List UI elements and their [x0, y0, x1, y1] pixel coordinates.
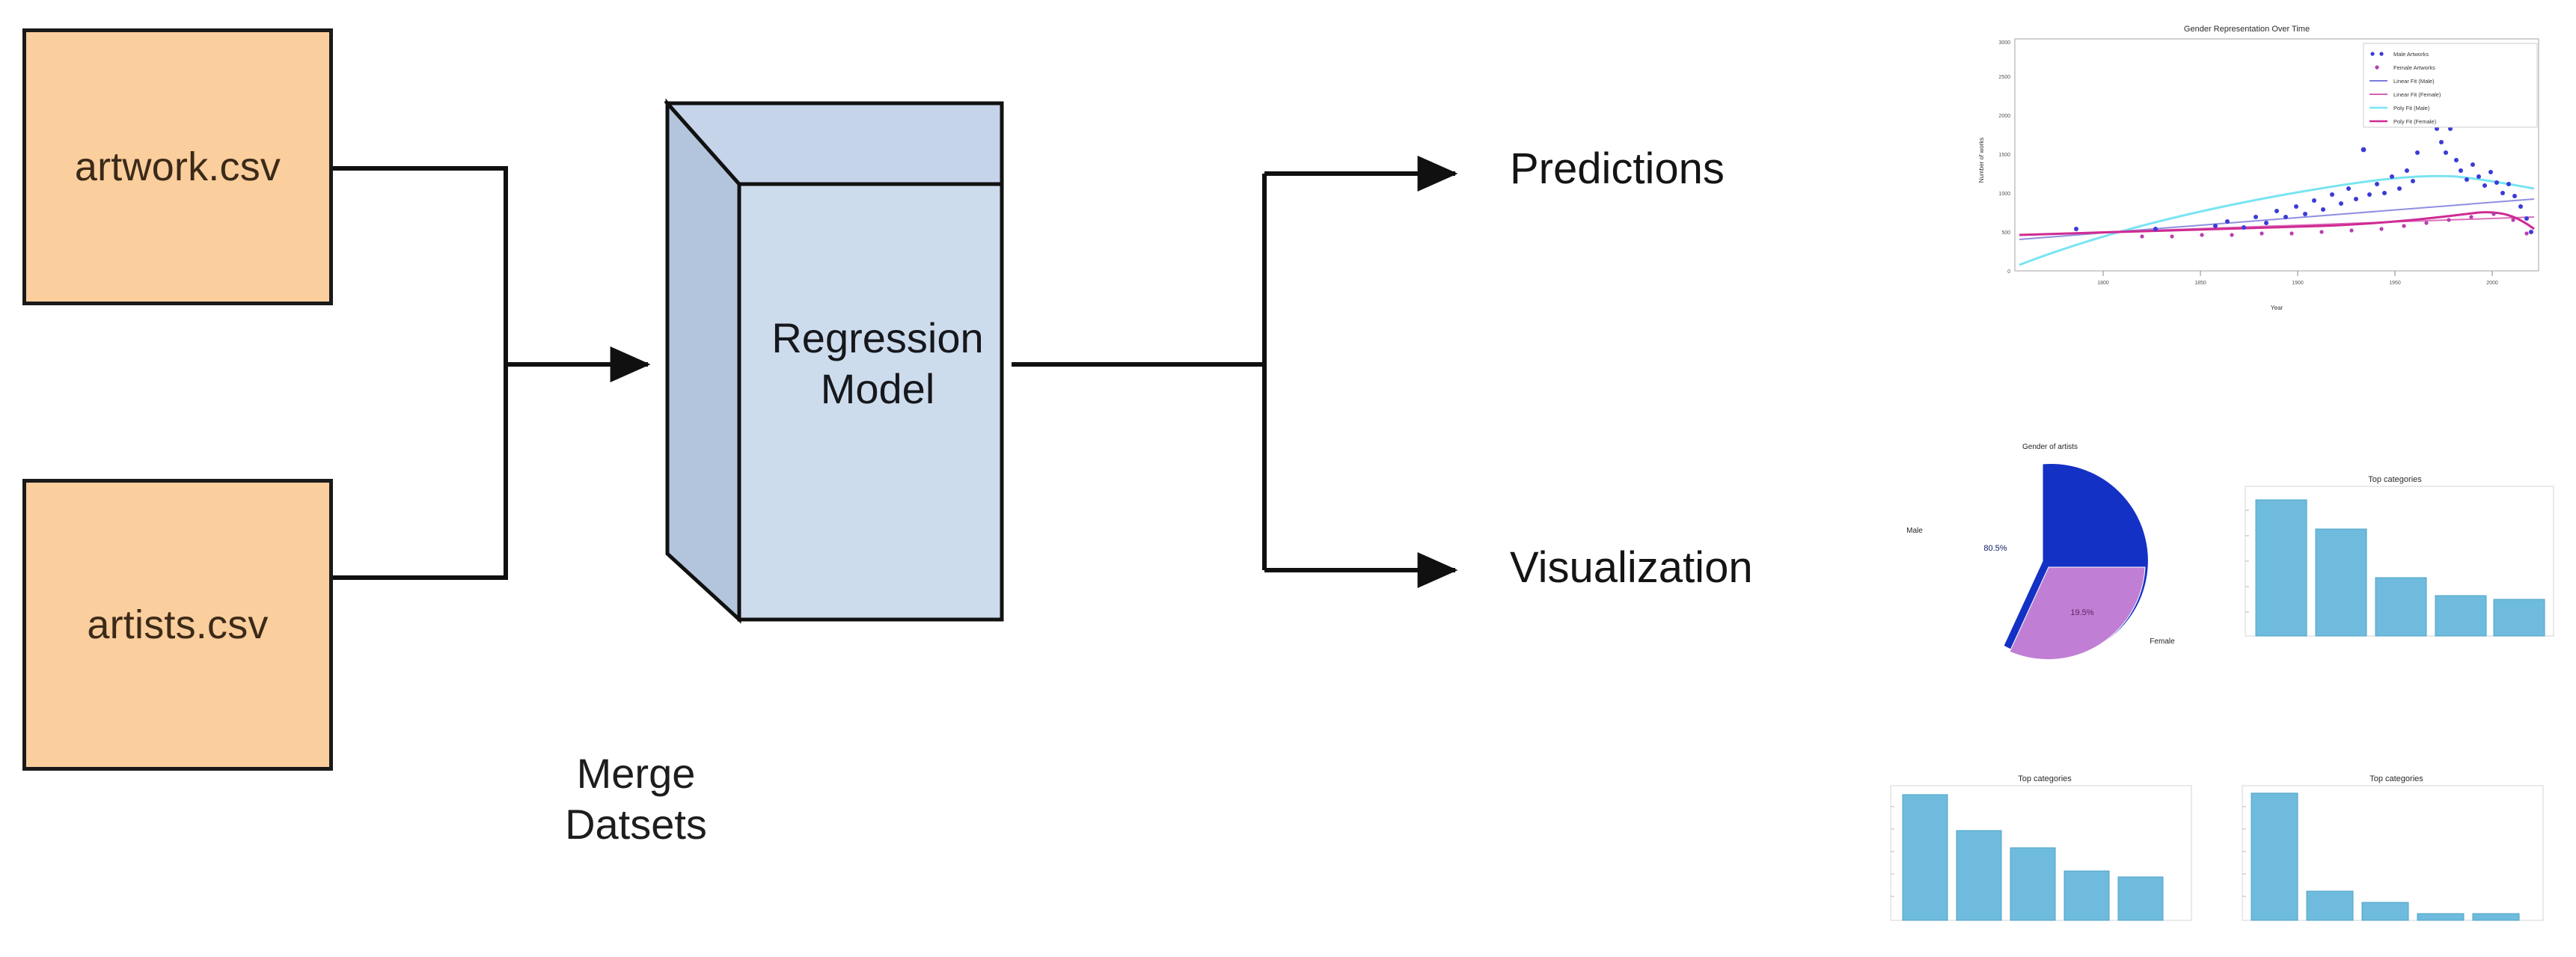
source-box-artwork-label: artwork.csv [74, 144, 281, 189]
pie-value-female: 19.5% [2070, 608, 2093, 617]
model-front-face [737, 182, 1004, 622]
source-box-artists[interactable]: artists.csv [22, 479, 333, 771]
svg-text:Linear Fit (Female): Linear Fit (Female) [2393, 91, 2441, 98]
model-side-face [665, 98, 741, 624]
svg-text:Poly Fit (Female): Poly Fit (Female) [2393, 118, 2437, 125]
bar1-title: Top categories [2368, 475, 2422, 484]
pie-chart-title: Gender of artists [2022, 443, 2078, 451]
svg-text:Male Artworks: Male Artworks [2393, 51, 2429, 58]
svg-text:3000: 3000 [1998, 40, 2010, 46]
line-series-poly-female [2019, 211, 2535, 236]
source-box-artists-label: artists.csv [87, 602, 269, 647]
source-box-artwork[interactable]: artwork.csv [22, 28, 333, 305]
line-series-scatter-male [2074, 91, 2533, 234]
line-chart-title: Gender Representation Over Time [2184, 25, 2310, 34]
chart-bar-bottom-left[interactable]: Top categories [1874, 748, 2211, 957]
svg-text:1850: 1850 [2194, 281, 2206, 286]
line-chart-xticks: 1800 1850 1900 1950 2000 [2097, 281, 2498, 286]
svg-text:Poly Fit (Male): Poly Fit (Male) [2393, 105, 2430, 111]
svg-text:1500: 1500 [1998, 153, 2010, 158]
pie-value-male: 80.5% [1983, 544, 2007, 553]
line-series-scatter-female [2140, 212, 2529, 239]
chart-bar-bottom-right[interactable]: Top categories [2232, 748, 2569, 957]
bar3-bars [2251, 792, 2520, 921]
pie-label-male: Male [1906, 527, 1923, 535]
svg-text:1000: 1000 [1998, 192, 2010, 197]
output-label-predictions: Predictions [1510, 144, 1725, 193]
bar3-title: Top categories [2370, 774, 2423, 783]
svg-text:1800: 1800 [2097, 281, 2109, 286]
svg-text:Female Artworks: Female Artworks [2393, 64, 2435, 71]
svg-text:1900: 1900 [2292, 281, 2304, 286]
chart-bar-top-right[interactable]: Top categories [2224, 465, 2561, 697]
svg-text:2500: 2500 [1998, 75, 2010, 80]
svg-text:2000: 2000 [1998, 114, 2010, 119]
svg-text:1950: 1950 [2389, 281, 2401, 286]
regression-model-block[interactable]: Regression Model [664, 96, 1005, 672]
bar1-bars [2255, 499, 2545, 637]
line-chart-ylabel: Number of works [1978, 138, 1985, 183]
visualization-panel: Gender Representation Over Time Number o… [1874, 0, 2576, 957]
svg-text:2000: 2000 [2486, 281, 2498, 286]
merge-datasets-caption: Merge Datsets [479, 748, 793, 851]
wire-artists-to-merge [333, 364, 508, 580]
line-chart-xlabel: Year [2271, 305, 2283, 311]
pie-label-female: Female [2150, 638, 2175, 646]
svg-text:0: 0 [2007, 269, 2010, 275]
output-label-visualization: Visualization [1510, 543, 1753, 592]
chart-gender-representation-over-time[interactable]: Gender Representation Over Time Number o… [1918, 10, 2576, 332]
pie-slice-female [2009, 566, 2146, 660]
svg-text:Linear Fit (Male): Linear Fit (Male) [2393, 78, 2435, 85]
bar2-title: Top categories [2018, 774, 2072, 783]
line-chart-legend: Male Artworks Female Artworks Linear Fit… [2363, 43, 2538, 128]
merge-caption-line1: Merge [576, 750, 696, 797]
chart-gender-of-artists[interactable]: Gender of artists Male Female 80.5% 19.5… [1882, 419, 2203, 703]
wire-artwork-to-merge [333, 166, 508, 364]
merge-caption-line2: Datsets [565, 801, 707, 849]
line-chart-yticks: 0 500 1000 1500 2000 2500 3000 [1998, 40, 2010, 275]
svg-text:500: 500 [2001, 230, 2010, 236]
bar2-bars [1902, 794, 2164, 921]
